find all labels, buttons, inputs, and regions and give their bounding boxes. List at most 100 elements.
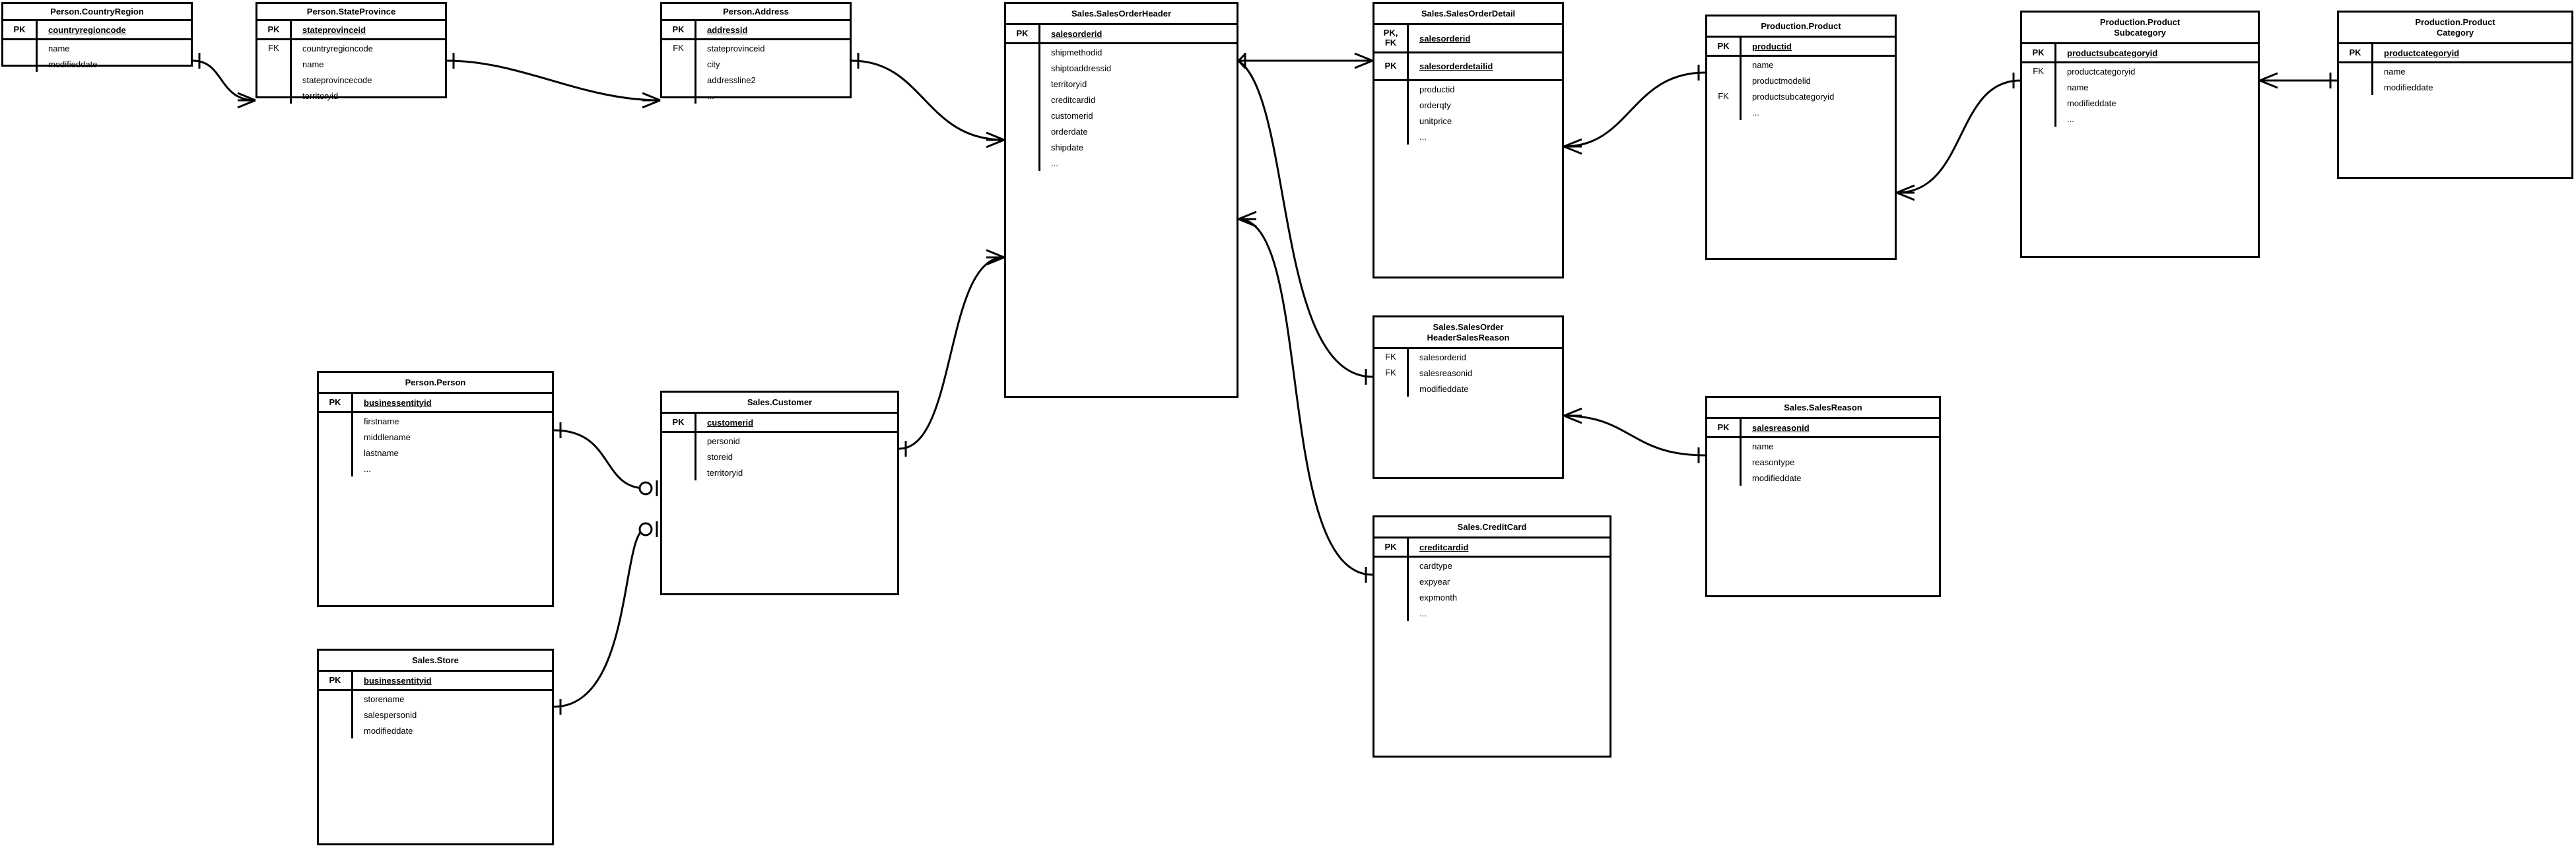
key-cell-empty — [319, 445, 353, 461]
attribute-row[interactable]: salespersonid — [319, 707, 552, 723]
key-cell-empty — [2339, 79, 2373, 95]
attribute-row[interactable]: name — [3, 40, 191, 57]
attribute-row[interactable]: storeid — [662, 449, 897, 465]
attribute-row[interactable]: stateprovincecode — [257, 72, 445, 88]
attribute-name: ... — [1419, 131, 1427, 142]
attribute-row[interactable]: name — [1707, 438, 1939, 454]
attribute-name: productid — [1752, 41, 1792, 51]
attribute-row[interactable]: addressline2 — [662, 72, 850, 88]
attribute-row[interactable]: ... — [1374, 605, 1610, 621]
attribute-row[interactable]: territoryid — [257, 88, 445, 104]
attribute-row[interactable]: middlename — [319, 429, 552, 445]
attribute-row[interactable]: orderdate — [1006, 123, 1237, 139]
attribute-row[interactable]: modifieddate — [1707, 470, 1939, 486]
attribute-row[interactable]: unitprice — [1374, 113, 1562, 129]
attribute-row[interactable]: name — [257, 56, 445, 73]
attribute-row[interactable]: ... — [319, 461, 552, 476]
attribute-row[interactable]: reasontype — [1707, 454, 1939, 470]
attribute-row[interactable]: expyear — [1374, 573, 1610, 589]
relationship-product-to-productsubcategory — [1896, 73, 2021, 201]
attribute-row[interactable]: customerid — [1006, 108, 1237, 123]
attribute-row[interactable]: modifieddate — [319, 723, 552, 738]
attribute-name: name — [48, 43, 70, 53]
attribute-row[interactable]: modifieddate — [2022, 95, 2258, 111]
attribute-row[interactable]: territoryid — [1006, 76, 1237, 92]
key-cell-empty — [2022, 95, 2056, 111]
attribute-row[interactable]: storename — [319, 691, 552, 707]
attribute-name: productmodelid — [1752, 75, 1811, 86]
key-badge-pk: PK — [2022, 44, 2056, 61]
attribute-row[interactable]: city — [662, 56, 850, 73]
attribute-row[interactable]: shipmethodid — [1006, 44, 1237, 60]
attribute-row[interactable]: modifieddate — [1374, 381, 1562, 397]
key-badge-fk: FK — [1374, 349, 1409, 365]
attribute-row[interactable]: modifieddate — [2339, 79, 2571, 95]
attribute-row[interactable]: name — [2339, 63, 2571, 79]
attribute-row[interactable]: ... — [1707, 104, 1895, 120]
attribute-row[interactable]: shipdate — [1006, 139, 1237, 155]
key-cell-empty — [662, 72, 696, 88]
attribute-row[interactable]: ... — [1374, 129, 1562, 145]
attribute-row[interactable]: ... — [1006, 155, 1237, 171]
attribute-row[interactable]: orderqty — [1374, 97, 1562, 113]
attribute-row[interactable]: shiptoaddressid — [1006, 60, 1237, 76]
attribute-row[interactable]: expmonth — [1374, 589, 1610, 605]
attribute-row[interactable]: modifieddate — [3, 56, 191, 73]
attribute-row[interactable]: territoryid — [662, 465, 897, 480]
key-cell-empty — [1707, 57, 1742, 73]
attribute-row[interactable]: name — [1707, 57, 1895, 73]
attribute-row[interactable]: productmodelid — [1707, 73, 1895, 88]
attribute-row[interactable]: lastname — [319, 445, 552, 461]
crowfoot-many-marker — [986, 249, 1005, 266]
attribute-row[interactable]: productid — [1374, 81, 1562, 97]
attribute-name: salespersonid — [364, 709, 417, 720]
attribute-row[interactable]: name — [2022, 79, 2258, 95]
relationship-salesorderheader-to-creditcard — [1238, 211, 1373, 583]
attribute-row[interactable]: personid — [662, 433, 897, 449]
attribute-name: creditcardid — [1051, 94, 1096, 105]
attribute-row[interactable]: cardtype — [1374, 558, 1610, 573]
attribute-row[interactable]: ... — [662, 88, 850, 104]
key-cell-empty — [1374, 129, 1409, 145]
attribute-name: salesorderdetailid — [1419, 61, 1493, 71]
attribute-row[interactable]: ... — [2022, 111, 2258, 127]
attribute-row[interactable]: firstname — [319, 413, 552, 429]
attribute-row[interactable]: creditcardid — [1006, 92, 1237, 108]
